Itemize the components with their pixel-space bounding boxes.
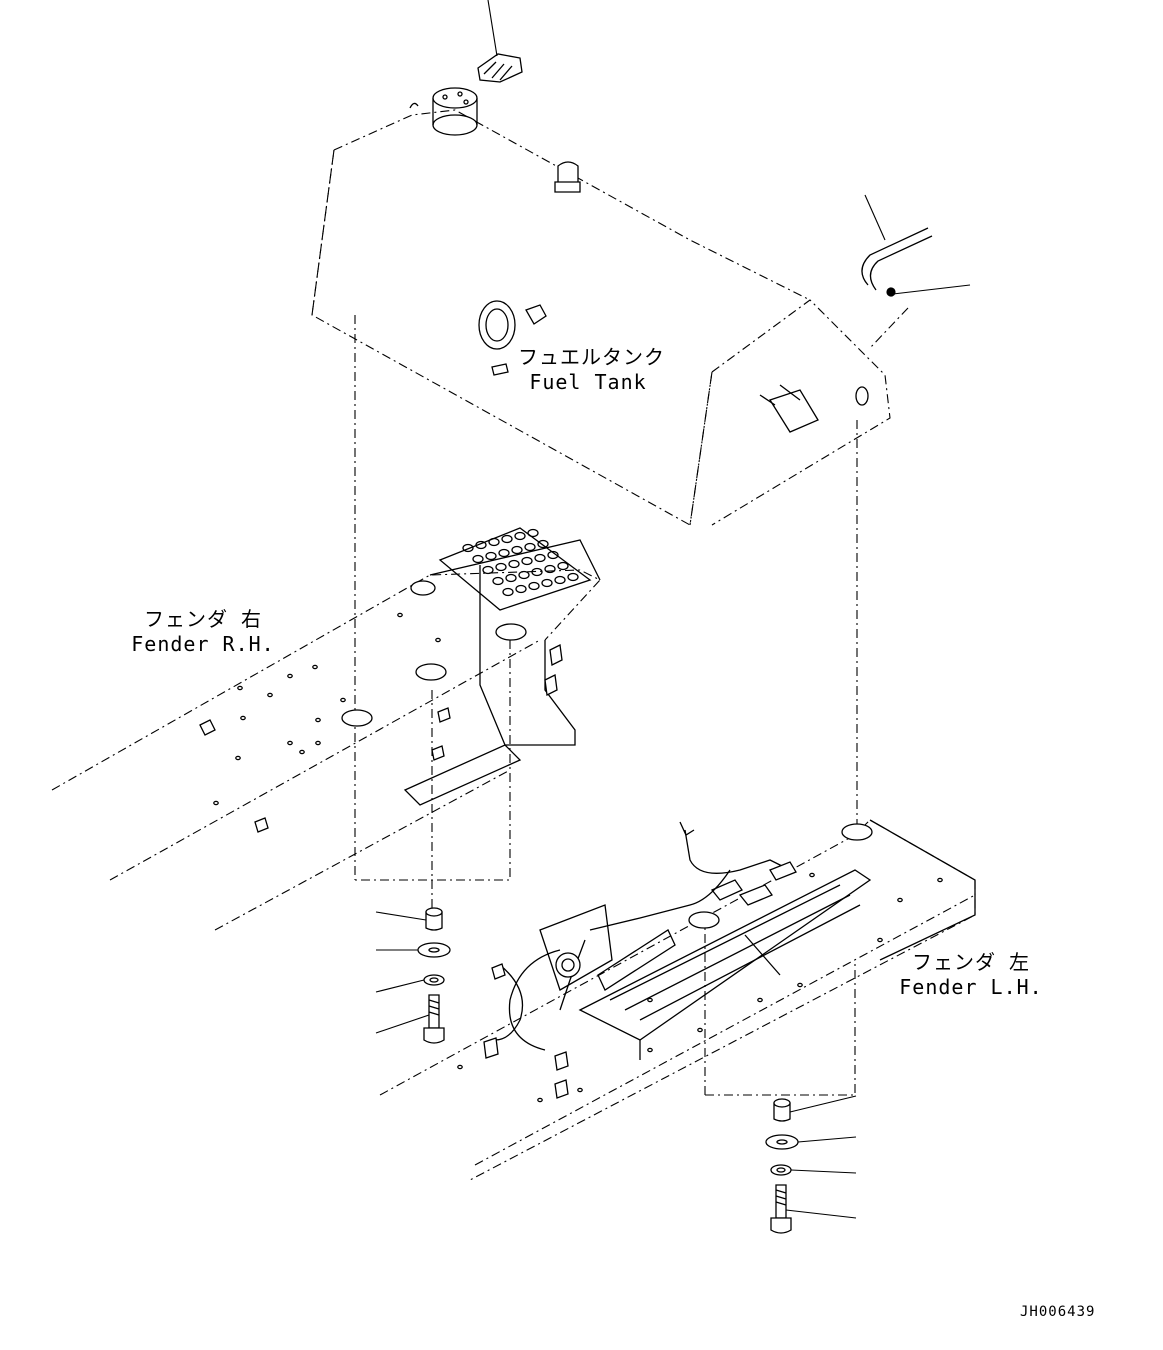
non-slip-plate-hole bbox=[472, 554, 484, 564]
non-slip-plate-hole bbox=[511, 545, 523, 555]
fender-right bbox=[51, 539, 601, 931]
mounting-hole bbox=[877, 937, 883, 943]
mounting-hole bbox=[213, 800, 219, 806]
non-slip-plate-hole bbox=[521, 556, 533, 566]
non-slip-plate-hole bbox=[495, 562, 507, 572]
mounting-hole bbox=[797, 982, 803, 988]
mounting-hole bbox=[757, 997, 763, 1003]
non-slip-plate-hole bbox=[482, 565, 494, 575]
mounting-hole bbox=[937, 877, 943, 883]
fender-left-brackets bbox=[483, 963, 569, 1099]
fender-lh-label-en: Fender L.H. bbox=[899, 975, 1043, 999]
non-slip-plate-hole bbox=[567, 572, 579, 582]
fender-right-brackets bbox=[199, 644, 563, 910]
non-slip-plate-hole bbox=[475, 540, 487, 550]
mounting-hole bbox=[287, 740, 293, 746]
fender-lh-label: フェンダ 左 Fender L.H. bbox=[896, 950, 1046, 1000]
fuel-filler-cap bbox=[409, 87, 478, 136]
non-slip-plate-hole bbox=[488, 537, 500, 547]
non-slip-plate-hole bbox=[537, 539, 549, 549]
non-slip-plate-hole bbox=[547, 550, 559, 560]
non-slip-plate-hole bbox=[541, 578, 553, 588]
fender-left-holes bbox=[457, 872, 943, 1103]
non-slip-plate-hole bbox=[505, 573, 517, 583]
fender-lh-label-jp: フェンダ 左 bbox=[911, 950, 1031, 974]
mounting-hole bbox=[287, 673, 293, 679]
mounting-hole bbox=[697, 1027, 703, 1033]
non-slip-plate-hole bbox=[492, 576, 504, 586]
mount-cushions-left bbox=[688, 823, 873, 929]
non-slip-plate-hole bbox=[527, 528, 539, 538]
mounting-hole bbox=[397, 612, 403, 618]
non-slip-plate-hole bbox=[502, 587, 514, 597]
mounting-hole bbox=[315, 717, 321, 723]
mounting-hole bbox=[312, 664, 318, 670]
mounting-hole bbox=[435, 637, 441, 643]
mounting-hole bbox=[237, 685, 243, 691]
non-slip-plate-hole bbox=[531, 567, 543, 577]
non-slip-plate-hole bbox=[557, 561, 569, 571]
mounting-hole bbox=[340, 697, 346, 703]
fuel-tank-label: フュエルタンク Fuel Tank bbox=[518, 345, 665, 395]
non-slip-plate-hole bbox=[485, 551, 497, 561]
mounting-hole bbox=[537, 1097, 543, 1103]
sight-gauge bbox=[478, 300, 547, 376]
mount-hardware-right bbox=[375, 907, 451, 1044]
mounting-hole bbox=[240, 715, 246, 721]
mount-cushions-right bbox=[341, 580, 527, 727]
mounting-hole bbox=[315, 740, 321, 746]
mounting-hole bbox=[267, 692, 273, 698]
mounting-hole bbox=[299, 749, 305, 755]
non-slip-plate bbox=[438, 527, 592, 611]
non-slip-plate-hole bbox=[534, 553, 546, 563]
mounting-hole bbox=[647, 1047, 653, 1053]
fuel-tank-label-en: Fuel Tank bbox=[529, 370, 647, 394]
non-slip-plate-hole bbox=[544, 564, 556, 574]
fender-rh-label-en: Fender R.H. bbox=[131, 632, 275, 656]
non-slip-plate-hole bbox=[515, 584, 527, 594]
non-slip-plate-hole bbox=[514, 531, 526, 541]
reference-code: JH006439 bbox=[1020, 1304, 1096, 1320]
sensor-connector bbox=[477, 0, 523, 83]
non-slip-plate-hole bbox=[528, 581, 540, 591]
fender-rh-label: フェンダ 右 Fender R.H. bbox=[128, 607, 278, 657]
non-slip-plate-hole bbox=[462, 543, 474, 553]
mounting-hole bbox=[577, 1087, 583, 1093]
battery-tray bbox=[539, 869, 872, 1060]
fender-right-holes bbox=[213, 612, 441, 806]
non-slip-plate-hole bbox=[501, 534, 513, 544]
fuel-tank-label-jp: フュエルタンク bbox=[518, 345, 665, 369]
wiring-harness bbox=[494, 821, 797, 1051]
mounting-hole bbox=[647, 997, 653, 1003]
non-slip-plate-hole bbox=[524, 542, 536, 552]
vent-hose bbox=[861, 194, 971, 349]
non-slip-plate-hole bbox=[554, 575, 566, 585]
mounting-hole bbox=[897, 897, 903, 903]
non-slip-plate-hole bbox=[498, 548, 510, 558]
fuel-tank bbox=[311, 109, 891, 880]
mounting-hole bbox=[235, 755, 241, 761]
drain-valve bbox=[759, 384, 869, 433]
non-slip-plate-hole bbox=[508, 559, 520, 569]
mounting-hole bbox=[457, 1064, 463, 1070]
breather bbox=[554, 161, 581, 193]
mount-hardware-left bbox=[765, 1095, 857, 1234]
fender-rh-label-jp: フェンダ 右 bbox=[143, 607, 263, 631]
mounting-hole bbox=[809, 872, 815, 878]
non-slip-plate-hole bbox=[518, 570, 530, 580]
